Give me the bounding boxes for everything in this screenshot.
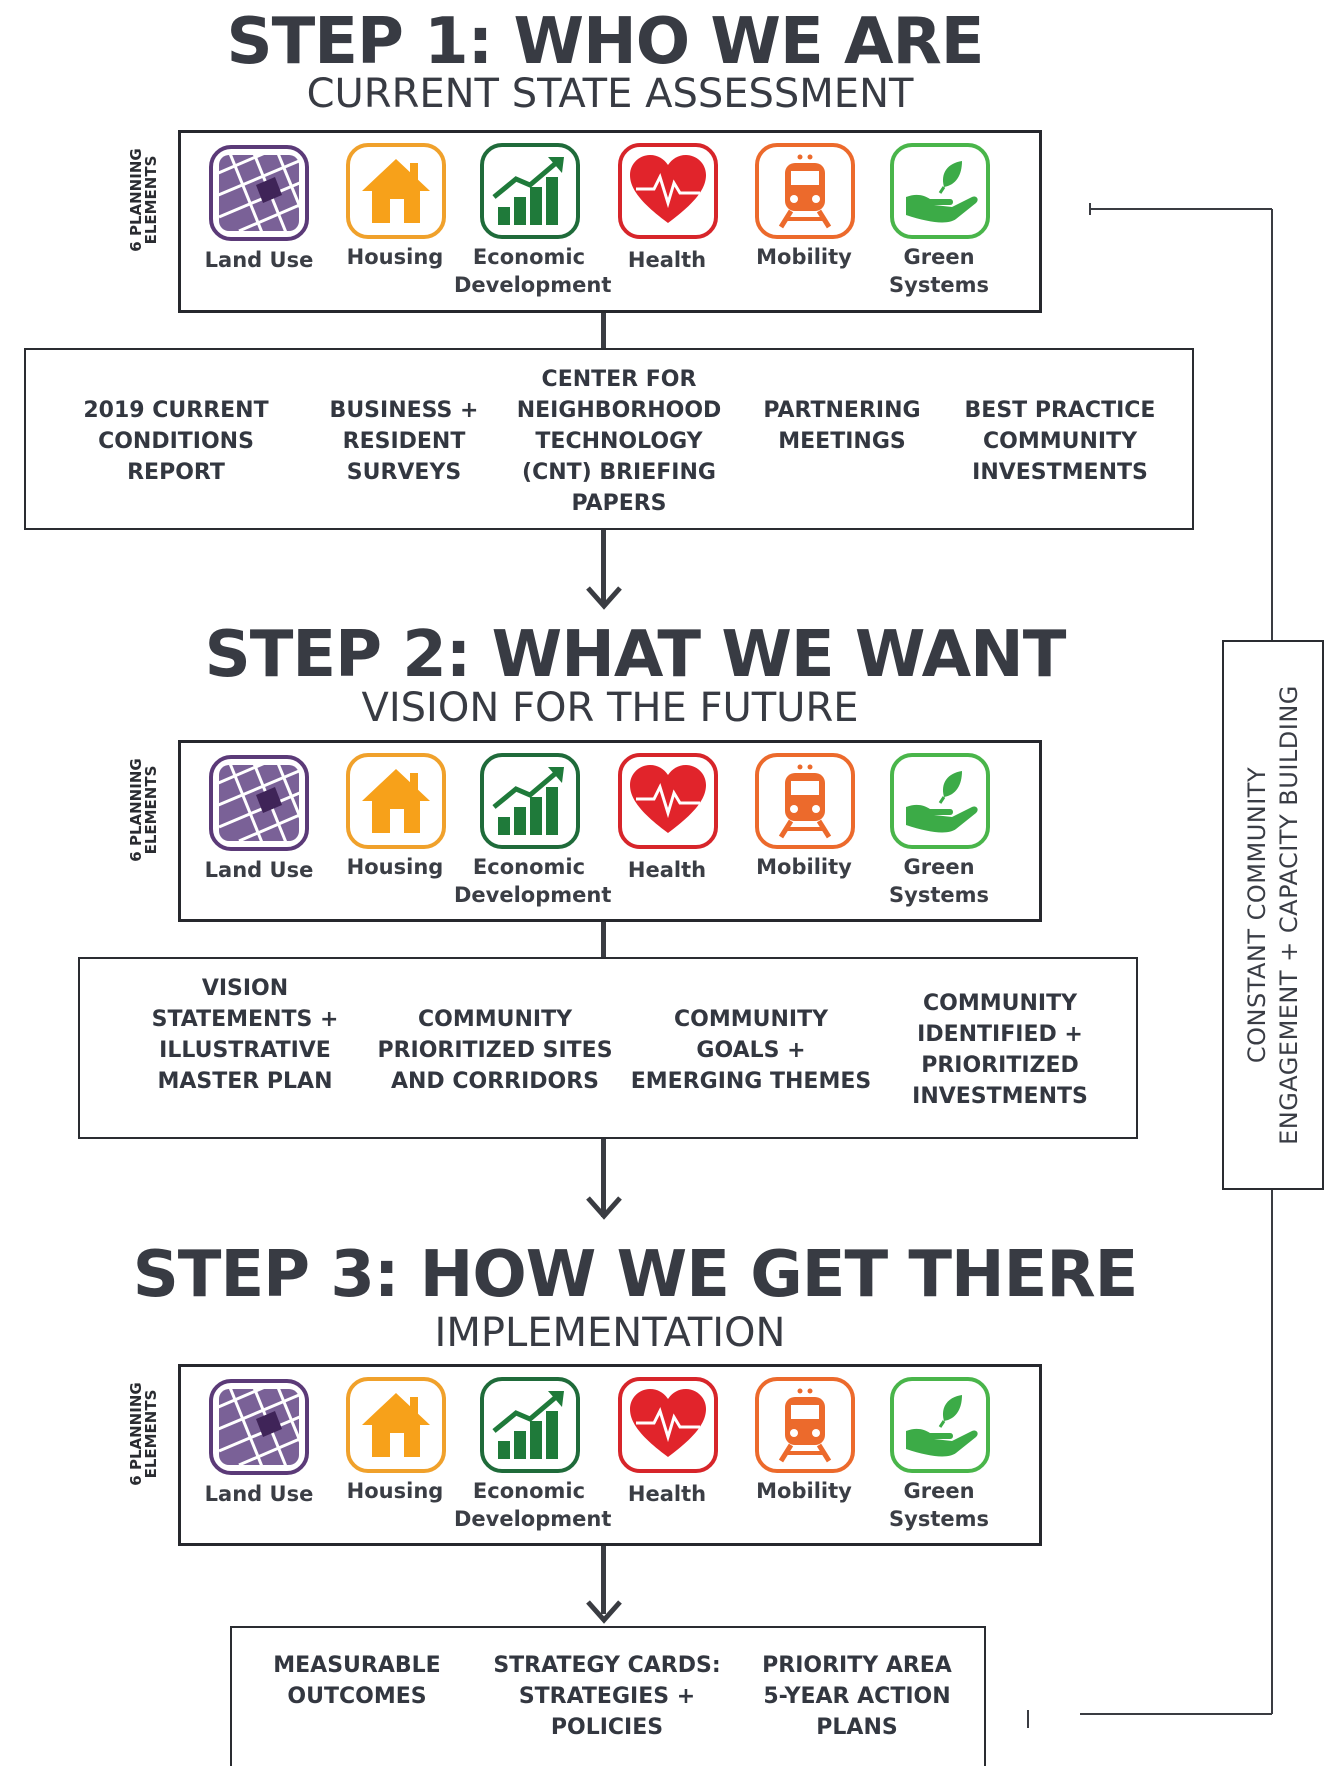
step-3-planning-elements: Land Use Housing Economic Development He… — [178, 1364, 1042, 1546]
down-arrow-icon — [586, 1600, 622, 1624]
land-use-tile — [209, 1379, 309, 1475]
house-icon — [362, 1393, 430, 1457]
step-2-subtitle: VISION FOR THE FUTURE — [361, 685, 859, 731]
tile-label: Mobility — [756, 855, 852, 879]
input-measurable-outcomes: MEASURABLE OUTCOMES — [273, 1653, 441, 1709]
economic-development-tile — [480, 143, 580, 239]
health-tile — [618, 143, 718, 239]
heart-pulse-icon — [630, 765, 706, 833]
growth-chart-icon — [492, 767, 564, 835]
tile-label: Land Use — [204, 858, 314, 882]
tile-label: Housing — [346, 1479, 444, 1503]
input-prioritized-sites: COMMUNITY PRIORITIZED SITES AND CORRIDOR… — [377, 1007, 613, 1094]
step-3-title: STEP 3: HOW WE GET THERE — [132, 1238, 1139, 1312]
step-1-title: STEP 1: WHO WE ARE — [226, 5, 984, 79]
tile-label: Health — [627, 1482, 707, 1506]
train-icon — [778, 154, 832, 229]
connector-line — [601, 1139, 606, 1217]
connector-line — [601, 313, 606, 349]
step-2-inputs-box: VISION STATEMENTS + ILLUSTRATIVE MASTER … — [78, 957, 1138, 1139]
tile-label: Health — [627, 858, 707, 882]
input-cnt-papers: CENTER FOR NEIGHBORHOOD TECHNOLOGY (CNT)… — [516, 367, 722, 516]
tile-label: Mobility — [756, 1479, 852, 1503]
green-systems-tile — [890, 753, 990, 849]
growth-chart-icon — [492, 157, 564, 225]
input-action-plans: PRIORITY AREA 5-YEAR ACTION PLANS — [762, 1653, 952, 1740]
tile-label: Green Systems — [889, 855, 989, 907]
land-use-grid-icon — [219, 1389, 299, 1465]
economic-development-tile — [480, 753, 580, 849]
health-tile — [618, 753, 718, 849]
green-systems-tile — [890, 143, 990, 239]
input-vision-statements: VISION STATEMENTS + ILLUSTRATIVE MASTER … — [151, 976, 339, 1094]
housing-tile — [346, 753, 446, 849]
green-systems-tile — [890, 1377, 990, 1473]
tile-label: Housing — [346, 855, 444, 879]
tile-label: Mobility — [756, 245, 852, 269]
step-1-planning-elements: Land Use Housing Economic Development He… — [178, 130, 1042, 313]
tile-label: Housing — [346, 245, 444, 269]
health-tile — [618, 1377, 718, 1473]
input-prioritized-investments: COMMUNITY IDENTIFIED + PRIORITIZED INVES… — [912, 991, 1088, 1109]
input-current-conditions: 2019 CURRENT CONDITIONS REPORT — [83, 398, 269, 485]
step-1-subtitle: CURRENT STATE ASSESSMENT — [306, 71, 914, 117]
heart-pulse-icon — [630, 1389, 706, 1457]
step-1-inputs-box: 2019 CURRENT CONDITIONS REPORT BUSINESS … — [24, 348, 1194, 530]
hand-leaf-icon — [906, 1395, 978, 1457]
growth-chart-icon — [492, 1391, 564, 1459]
train-icon — [778, 1388, 832, 1463]
step-2-planning-elements: Land Use Housing Economic Development He… — [178, 740, 1042, 922]
mobility-tile — [755, 143, 855, 239]
land-use-grid-icon — [219, 155, 299, 231]
tile-label: Economic Development — [454, 1479, 612, 1531]
house-icon — [362, 769, 430, 833]
down-arrow-icon — [586, 1196, 622, 1220]
connector-line — [601, 1546, 606, 1614]
input-partnering-meetings: PARTNERING MEETINGS — [763, 398, 921, 454]
economic-development-tile — [480, 1377, 580, 1473]
housing-tile — [346, 143, 446, 239]
step-3-subtitle: IMPLEMENTATION — [434, 1310, 786, 1356]
tile-label: Green Systems — [889, 1479, 989, 1531]
land-use-grid-icon — [219, 765, 299, 841]
hand-leaf-icon — [906, 771, 978, 833]
input-community-goals: COMMUNITY GOALS + EMERGING THEMES — [630, 1007, 872, 1094]
hand-leaf-icon — [906, 161, 978, 223]
tile-label: Economic Development — [454, 855, 612, 907]
housing-tile — [346, 1377, 446, 1473]
mobility-tile — [755, 753, 855, 849]
tile-label: Economic Development — [454, 245, 612, 297]
input-best-practice: BEST PRACTICE COMMUNITY INVESTMENTS — [964, 398, 1156, 485]
tile-label: Green Systems — [889, 245, 989, 297]
step-2-title: STEP 2: WHAT WE WANT — [204, 618, 1067, 692]
tile-label: Land Use — [204, 248, 314, 272]
engagement-loop-line — [1080, 203, 1273, 1715]
tile-label: Land Use — [204, 1482, 314, 1506]
input-surveys: BUSINESS + RESIDENT SURVEYS — [329, 398, 479, 485]
step-3-inputs-box: MEASURABLE OUTCOMES STRATEGY CARDS: STRA… — [230, 1626, 986, 1766]
connector-line — [601, 530, 606, 606]
tile-label: Health — [627, 248, 707, 272]
loop-end-tick — [1027, 1710, 1029, 1728]
heart-pulse-icon — [630, 155, 706, 223]
land-use-tile — [209, 145, 309, 241]
train-icon — [778, 764, 832, 839]
mobility-tile — [755, 1377, 855, 1473]
input-strategy-cards: STRATEGY CARDS: STRATEGIES + POLICIES — [493, 1653, 721, 1740]
down-arrow-icon — [586, 586, 622, 610]
house-icon — [362, 159, 430, 223]
land-use-tile — [209, 755, 309, 851]
connector-line — [601, 922, 606, 958]
